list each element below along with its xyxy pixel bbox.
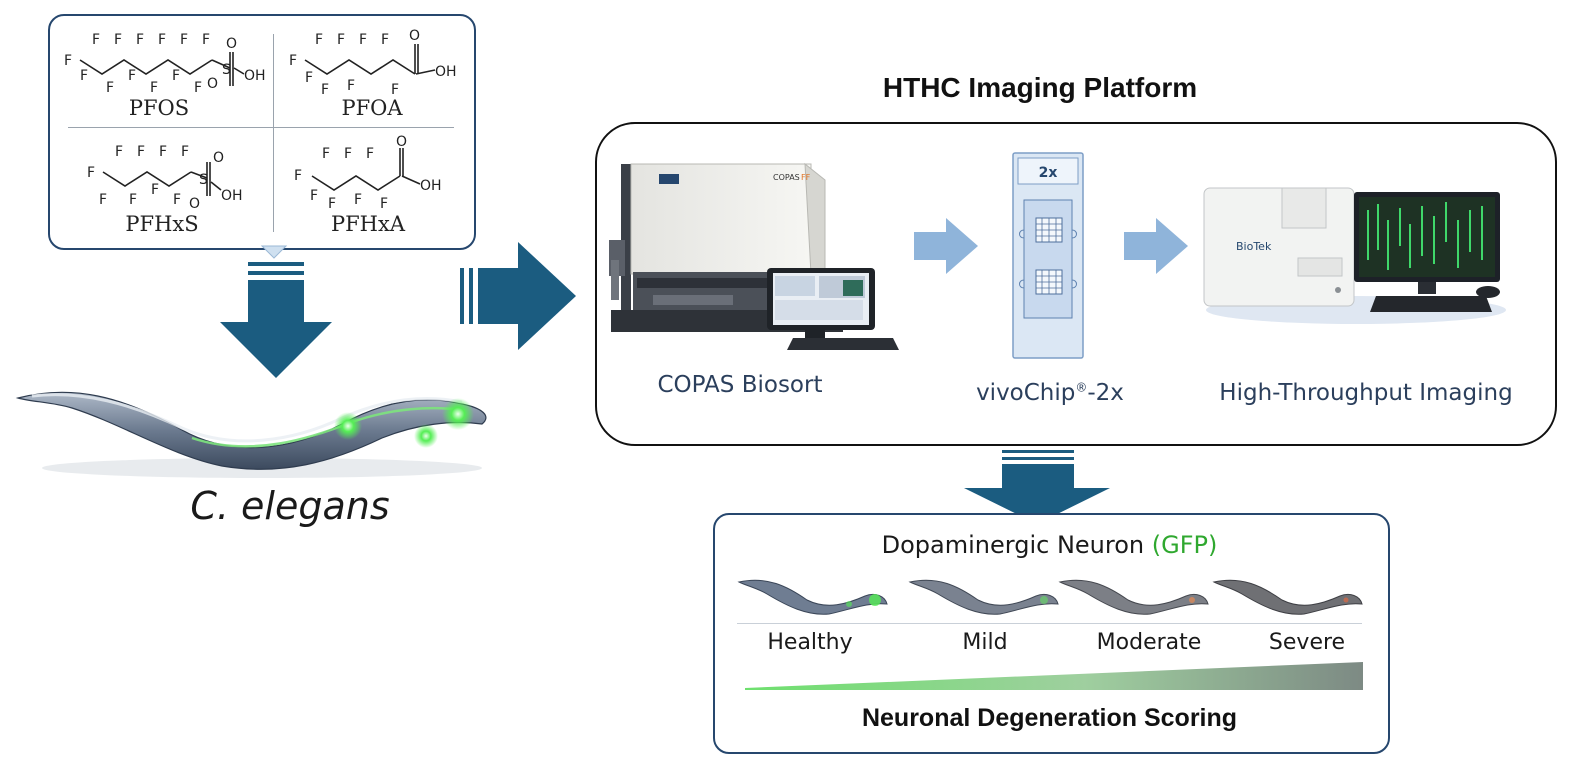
scoring-footer: Neuronal Degeneration Scoring xyxy=(861,704,1238,732)
svg-text:F: F xyxy=(150,80,158,96)
svg-text:OH: OH xyxy=(221,188,243,204)
scoring-title-main: Dopaminergic Neuron xyxy=(881,531,1152,559)
svg-text:F: F xyxy=(151,182,159,198)
svg-text:F: F xyxy=(194,80,202,96)
svg-text:O: O xyxy=(409,28,420,44)
chem-divider-vertical xyxy=(273,34,274,232)
svg-text:F: F xyxy=(137,144,145,160)
svg-text:OH: OH xyxy=(420,178,442,194)
svg-text:F: F xyxy=(173,192,181,208)
svg-text:FF: FF xyxy=(801,173,811,182)
svg-text:O: O xyxy=(189,196,200,212)
svg-text:OH: OH xyxy=(435,64,457,80)
svg-text:F: F xyxy=(106,80,114,96)
category-mild: Mild xyxy=(962,630,1008,655)
svg-text:F: F xyxy=(337,32,345,48)
vivochip-label-suffix: -2x xyxy=(1087,380,1124,406)
svg-text:F: F xyxy=(294,168,302,184)
svg-text:F: F xyxy=(310,188,318,204)
svg-text:F: F xyxy=(381,32,389,48)
copas-screen-brand: COPAS xyxy=(773,173,800,182)
svg-text:F: F xyxy=(80,68,88,84)
svg-text:F: F xyxy=(328,196,336,212)
scoring-title: Dopaminergic Neuron (GFP) xyxy=(713,531,1386,559)
svg-text:F: F xyxy=(99,192,107,208)
chem-label-pfoa: PFOA xyxy=(341,96,403,120)
down-arrow-to-worm-icon xyxy=(220,262,332,378)
svg-text:F: F xyxy=(289,53,297,69)
worm-severe-illustration xyxy=(1212,579,1363,615)
vivochip-label-main: vivoChip xyxy=(976,380,1076,406)
svg-text:OH: OH xyxy=(244,68,266,84)
svg-text:F: F xyxy=(380,196,388,212)
c-elegans-worm-illustration xyxy=(15,391,487,478)
chem-label-pfhxa: PFHxA xyxy=(330,212,406,236)
svg-text:F: F xyxy=(136,32,144,48)
svg-text:F: F xyxy=(87,165,95,181)
chem-label-pfhxs: PFHxS xyxy=(125,212,199,236)
svg-text:F: F xyxy=(180,32,188,48)
chem-label-pfos: PFOS xyxy=(128,96,190,120)
biotek-brand: BioTek xyxy=(1236,240,1272,253)
vivochip-label: vivoChip®-2x xyxy=(950,380,1150,406)
down-arrow-to-scoring-icon xyxy=(964,450,1110,524)
high-throughput-imaging-system: BioTek xyxy=(1203,187,1506,324)
svg-text:F: F xyxy=(315,32,323,48)
category-moderate: Moderate xyxy=(1096,630,1202,655)
svg-text:O: O xyxy=(207,76,218,92)
svg-text:F: F xyxy=(321,82,329,98)
svg-text:F: F xyxy=(181,144,189,160)
svg-text:F: F xyxy=(114,32,122,48)
right-arrow-to-platform-icon xyxy=(460,242,576,350)
platform-step-arrow-2-icon xyxy=(1124,218,1188,274)
chemicals-box xyxy=(48,14,476,250)
svg-text:F: F xyxy=(158,32,166,48)
pfos-f-atom: F xyxy=(64,53,72,69)
worm-healthy-illustration xyxy=(737,579,888,615)
degeneration-gradient-bar xyxy=(745,662,1363,690)
svg-text:F: F xyxy=(354,192,362,208)
svg-text:F: F xyxy=(322,146,330,162)
svg-text:F: F xyxy=(391,82,399,98)
category-healthy: Healthy xyxy=(767,630,853,655)
platform-step-arrow-1-icon xyxy=(914,218,978,274)
svg-text:F: F xyxy=(347,78,355,94)
svg-text:S: S xyxy=(199,172,208,188)
chem-box-pointer xyxy=(260,245,288,259)
vivochip-label-registered: ® xyxy=(1075,380,1088,395)
worm-moderate-illustration xyxy=(1058,579,1209,615)
svg-text:F: F xyxy=(344,146,352,162)
svg-text:F: F xyxy=(305,70,313,86)
svg-text:O: O xyxy=(226,36,237,52)
organism-label: C. elegans xyxy=(190,484,390,528)
high-throughput-imaging-label: High-Throughput Imaging xyxy=(1219,380,1513,406)
svg-text:F: F xyxy=(128,68,136,84)
scoring-box xyxy=(713,513,1390,754)
vivochip-device: 2x xyxy=(1012,152,1084,359)
vivochip-tag: 2x xyxy=(1039,165,1058,181)
svg-text:F: F xyxy=(202,32,210,48)
svg-text:F: F xyxy=(92,32,100,48)
copas-biosort-machine: COPAS FF xyxy=(609,162,899,350)
worm-mild-illustration xyxy=(908,579,1059,615)
category-separator xyxy=(737,623,1362,624)
platform-title: HTHC Imaging Platform xyxy=(882,72,1198,103)
svg-text:F: F xyxy=(129,192,137,208)
svg-text:F: F xyxy=(359,32,367,48)
svg-text:S: S xyxy=(222,62,231,78)
svg-text:F: F xyxy=(115,144,123,160)
category-severe: Severe xyxy=(1268,630,1346,655)
svg-text:F: F xyxy=(366,146,374,162)
svg-text:F: F xyxy=(172,68,180,84)
svg-text:O: O xyxy=(213,150,224,166)
chem-divider-horizontal xyxy=(68,127,454,128)
svg-text:O: O xyxy=(396,134,407,150)
copas-biosort-label: COPAS Biosort xyxy=(657,372,823,398)
svg-text:F: F xyxy=(159,144,167,160)
scoring-title-gfp: (GFP) xyxy=(1151,531,1218,559)
